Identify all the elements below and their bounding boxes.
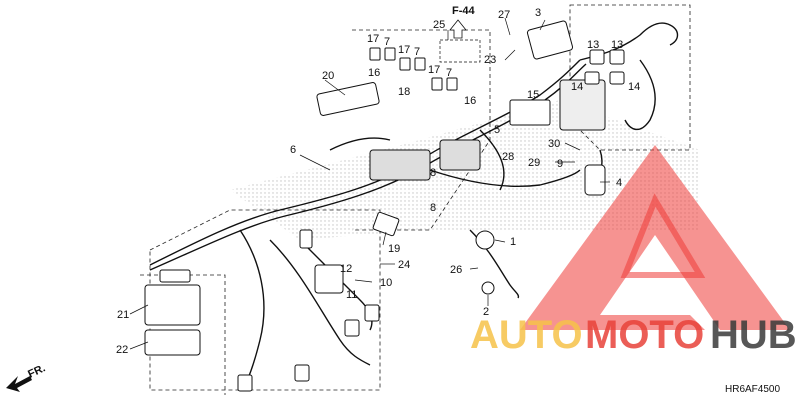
front-arrow: FR. — [6, 362, 47, 392]
watermark-word-c: HUB — [710, 313, 797, 357]
callout-14a: 14 — [571, 81, 583, 93]
watermark-word-b: MOTO — [585, 313, 704, 357]
callout-23: 23 — [484, 54, 496, 66]
watermark-logo — [520, 145, 790, 330]
callout-7a: 7 — [384, 36, 390, 48]
part-1-solenoid — [475, 230, 495, 250]
callout-17b: 17 — [398, 44, 410, 56]
callout-6: 6 — [290, 144, 296, 156]
watermark-word-a: AUTO — [470, 313, 583, 357]
callout-7b: 7 — [414, 46, 420, 58]
front-label: FR. — [26, 362, 47, 380]
callout-13a: 13 — [587, 39, 599, 51]
callout-18: 18 — [398, 86, 410, 98]
ref-label: F-44 — [452, 5, 476, 17]
callout-5: 5 — [494, 124, 500, 136]
callout-16a: 16 — [368, 67, 380, 79]
callout-27: 27 — [498, 9, 510, 21]
callout-28: 28 — [502, 151, 514, 163]
callout-3: 3 — [535, 7, 541, 19]
leader-lines — [129, 17, 610, 350]
part-15-box — [509, 99, 551, 126]
callout-13b: 13 — [611, 39, 623, 51]
watermark-text: AUTO MOTO HUB — [470, 313, 797, 357]
callout-21: 21 — [117, 309, 129, 321]
part-19-connector — [372, 211, 400, 237]
callout-7c: 7 — [446, 67, 452, 79]
callout-4: 4 — [616, 177, 622, 189]
callout-19: 19 — [388, 243, 400, 255]
ref-f44: F-44 — [439, 5, 481, 63]
fuse-box — [559, 79, 606, 131]
components — [144, 20, 625, 392]
callout-8a: 8 — [430, 167, 436, 179]
callout-25: 25 — [433, 19, 445, 31]
part-20-cover — [316, 82, 380, 116]
callout-10: 10 — [380, 277, 392, 289]
callout-17a: 17 — [367, 33, 379, 45]
part-22-cover — [144, 329, 201, 356]
part-3-module — [526, 20, 574, 60]
part-12-relay — [314, 264, 344, 294]
part-2-terminal — [481, 281, 495, 295]
callout-29: 29 — [528, 157, 540, 169]
callout-2: 2 — [483, 306, 489, 318]
callout-11: 11 — [346, 289, 357, 301]
callout-20: 20 — [322, 70, 334, 82]
callout-24: 24 — [398, 259, 410, 271]
callout-15: 15 — [527, 89, 539, 101]
part-21-box — [144, 284, 201, 326]
callout-8b: 8 — [430, 202, 436, 214]
part-4-sensor — [584, 164, 606, 196]
callout-9: 9 — [557, 158, 563, 170]
logo-triangle — [520, 145, 790, 330]
callout-30: 30 — [548, 138, 560, 150]
callout-26: 26 — [450, 264, 462, 276]
callout-22: 22 — [116, 344, 128, 356]
callout-1: 1 — [510, 236, 516, 248]
callout-16b: 16 — [464, 95, 476, 107]
callout-14b: 14 — [628, 81, 640, 93]
callout-17c: 17 — [428, 64, 440, 76]
drawing-code: HR6AF4500 — [725, 384, 780, 395]
callout-numbers: 1 2 3 4 5 6 7 7 7 8 8 9 10 11 12 13 13 1… — [116, 7, 640, 356]
callout-12: 12 — [340, 263, 352, 275]
